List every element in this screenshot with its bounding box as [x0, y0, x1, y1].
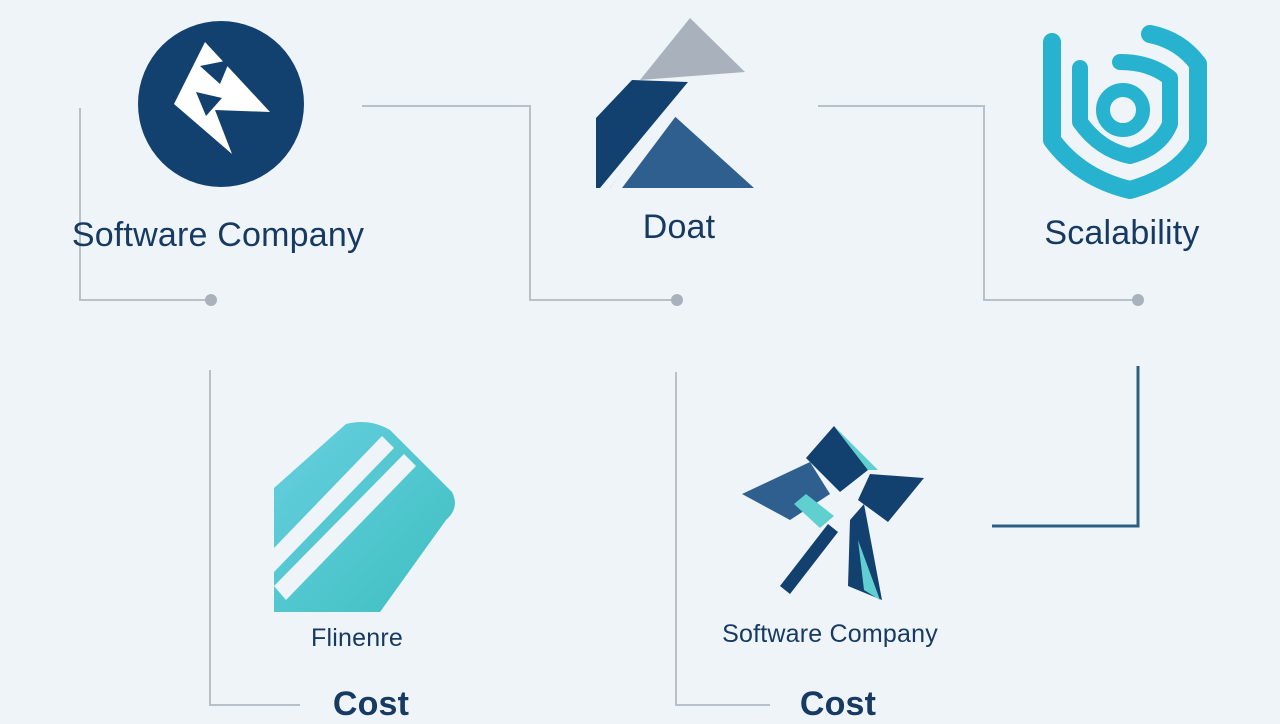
- striped-parallelogram-logo-icon: [274, 422, 455, 612]
- node-2-label: Doat: [642, 208, 716, 246]
- node-5-sublabel: Cost: [799, 685, 877, 723]
- connector-dots: [205, 294, 1144, 306]
- pinwheel-star-logo-icon: [742, 426, 924, 600]
- connector-6: [992, 366, 1140, 528]
- connector-lines: [79, 105, 1136, 706]
- node-3-label: Scalability: [1044, 214, 1200, 252]
- arrow-circle-logo-icon: [138, 21, 304, 187]
- node-5-label: Software Company: [722, 620, 938, 648]
- node-4-sublabel: Cost: [332, 685, 410, 723]
- connector-dot-1: [205, 294, 217, 306]
- connector-2: [362, 105, 676, 301]
- connector-dot-3: [1132, 294, 1144, 306]
- connector-5: [675, 372, 770, 706]
- connector-dot-2: [671, 294, 683, 306]
- connector-3: [818, 105, 1136, 301]
- node-1-label: Software Company: [71, 216, 365, 254]
- connector-1: [79, 108, 210, 301]
- triangle-chevron-logo-icon: [596, 18, 754, 188]
- connector-4: [209, 370, 300, 706]
- node-4-label: Flinenre: [311, 624, 403, 652]
- shield-spiral-logo-icon: [1043, 25, 1207, 199]
